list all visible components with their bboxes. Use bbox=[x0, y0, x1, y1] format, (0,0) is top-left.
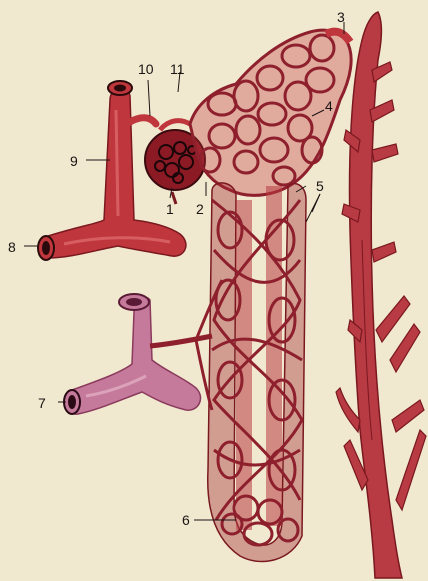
renal-vein bbox=[64, 294, 201, 414]
label-2: 2 bbox=[196, 201, 204, 217]
label-8: 8 bbox=[8, 239, 16, 255]
label-5: 5 bbox=[316, 178, 324, 194]
label-1: 1 bbox=[166, 201, 174, 217]
label-3: 3 bbox=[337, 9, 345, 25]
label-11: 11 bbox=[170, 61, 185, 77]
label-10: 10 bbox=[138, 61, 154, 77]
label-6: 6 bbox=[182, 512, 190, 528]
label-9: 9 bbox=[70, 153, 78, 169]
label-7: 7 bbox=[38, 395, 46, 411]
collecting-duct-tree bbox=[336, 12, 426, 578]
label-4: 4 bbox=[325, 98, 333, 114]
